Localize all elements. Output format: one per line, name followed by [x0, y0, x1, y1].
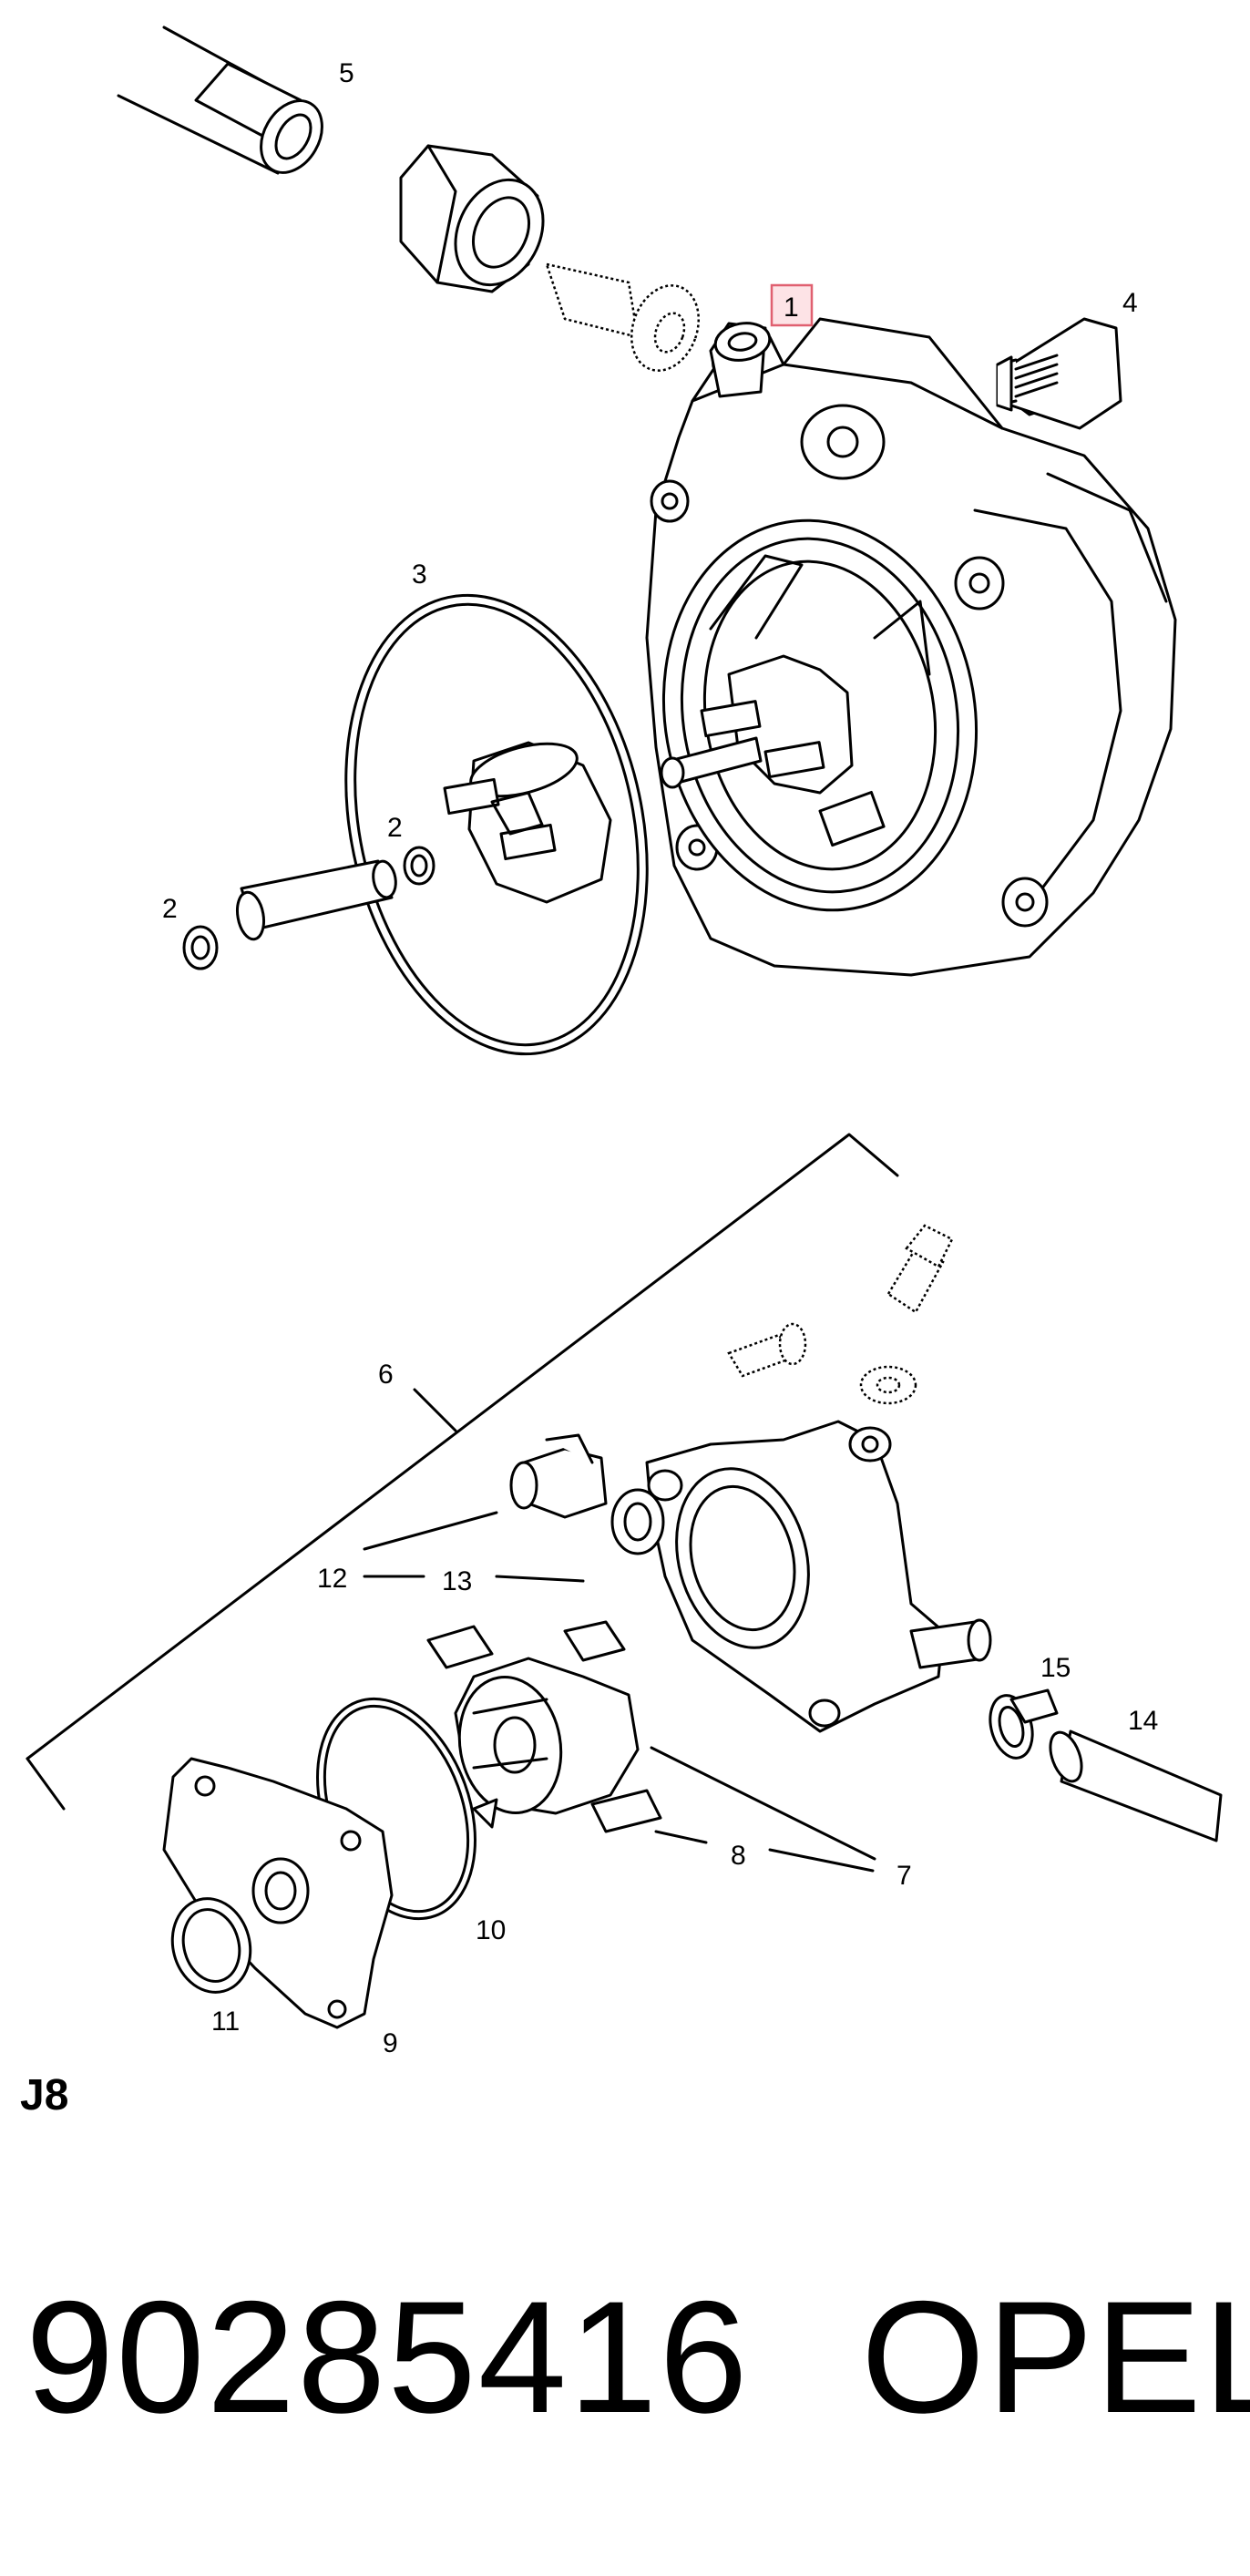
dotted-bolts: [727, 1224, 954, 1405]
vanes-part-8: [426, 1620, 662, 1833]
leader-lines: [363, 1511, 876, 1873]
bolt-part-4: [996, 317, 1122, 430]
seal-ring-part-11: [170, 1897, 252, 1994]
nipple-part-12: [509, 1433, 608, 1519]
callout-6[interactable]: 6: [378, 1360, 394, 1390]
shaft-with-washers: [182, 846, 435, 970]
callout-2a[interactable]: 2: [387, 813, 403, 843]
callout-8[interactable]: 8: [731, 1841, 746, 1871]
hose-part-5: [117, 26, 323, 175]
callout-4[interactable]: 4: [1122, 288, 1138, 318]
pump-housing-part-1: [645, 317, 1177, 977]
callout-1[interactable]: 1: [784, 292, 799, 323]
callout-5[interactable]: 5: [339, 58, 354, 88]
check-valve: [545, 262, 701, 372]
assembly-bracket-6: [26, 1133, 899, 1811]
callout-14[interactable]: 14: [1128, 1706, 1158, 1736]
brand-name: OPEL: [861, 2269, 1250, 2447]
washer-part-13: [610, 1488, 665, 1555]
part-number: 90285416: [26, 2269, 750, 2447]
rotor-upper: [443, 741, 612, 904]
section-code: J8: [20, 2071, 69, 2119]
rotor-lower-part-7: [454, 1657, 640, 1815]
o-ring-part-3: [344, 593, 649, 1056]
callout-9[interactable]: 9: [383, 2028, 398, 2058]
pump-housing-lower: [645, 1420, 992, 1733]
callout-1-highlight: [770, 283, 814, 327]
callout-13[interactable]: 13: [442, 1566, 472, 1596]
callout-7[interactable]: 7: [897, 1861, 912, 1891]
callout-3[interactable]: 3: [412, 559, 427, 590]
callout-12[interactable]: 12: [317, 1564, 347, 1594]
union-nut: [399, 144, 545, 293]
callout-10[interactable]: 10: [476, 1915, 506, 1945]
callout-11[interactable]: 11: [211, 2006, 240, 2037]
hose-clamp-part-15: [989, 1688, 1059, 1760]
callout-2b[interactable]: 2: [162, 894, 178, 924]
callout-15[interactable]: 15: [1040, 1653, 1071, 1683]
hose-part-14: [1049, 1729, 1223, 1842]
